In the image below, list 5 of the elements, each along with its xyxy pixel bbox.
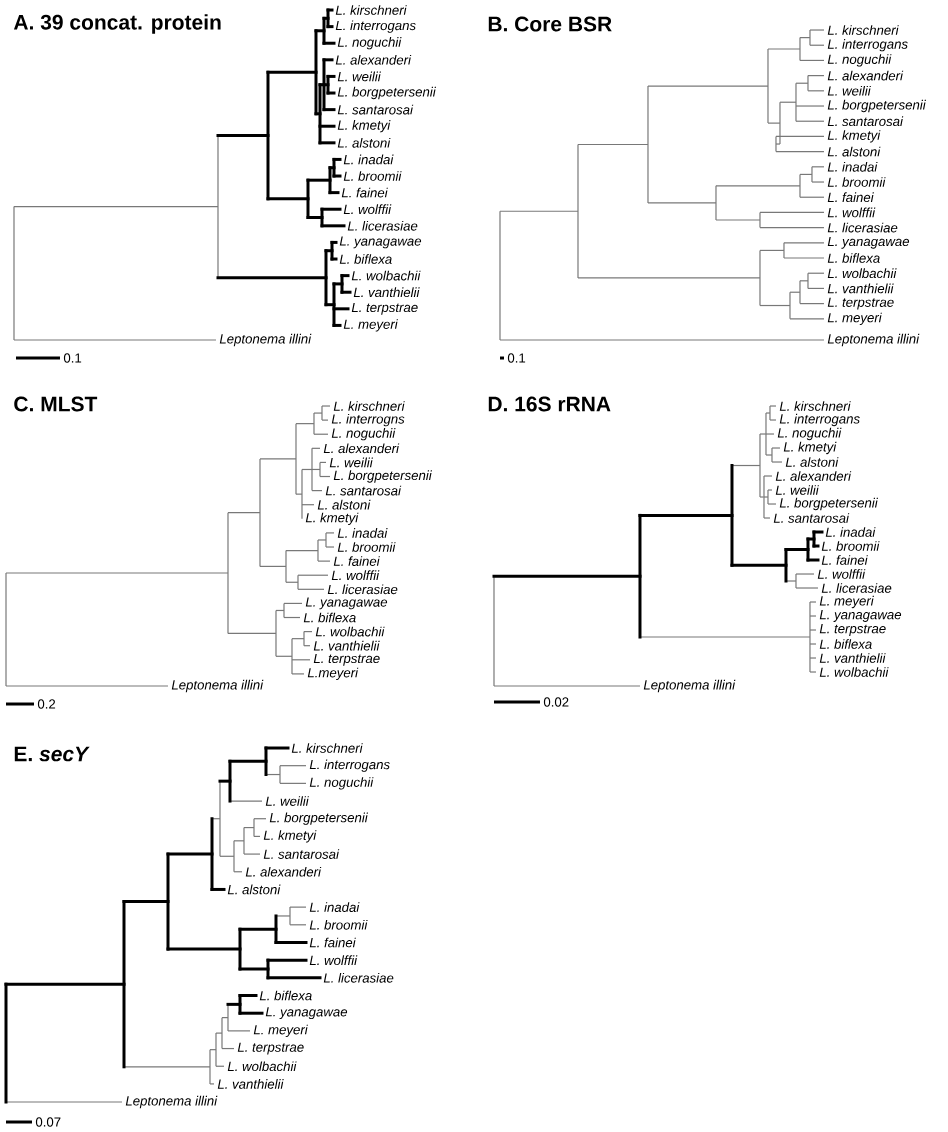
panel-title: B. Core BSR [488, 16, 612, 32]
panel-title: C. MLST [14, 396, 98, 412]
panel-title: D. 16S rRNA [488, 396, 611, 412]
panel-title: E. secY [14, 746, 90, 762]
panel-title: A. 39 concat. protein [13, 14, 221, 34]
